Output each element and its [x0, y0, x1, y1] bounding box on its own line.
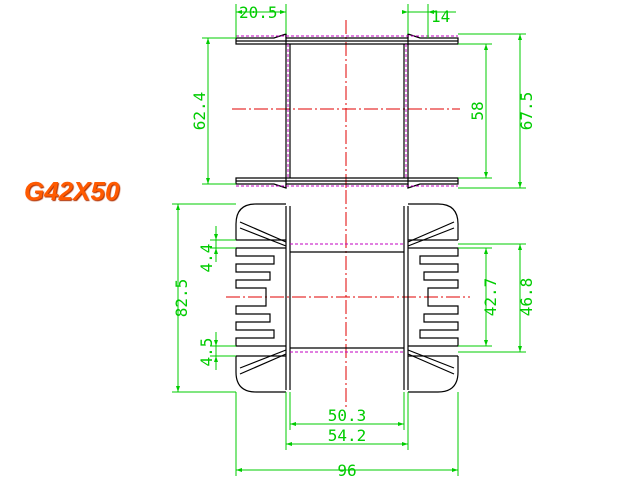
- front-body-bottom-right: [408, 356, 459, 393]
- left-pin-comb: [235, 247, 286, 347]
- front-dimensions: [172, 203, 526, 476]
- right-pin-comb: [408, 247, 459, 347]
- top-dimensions: [202, 4, 526, 189]
- dim-side-outer-right: 46.8: [517, 278, 536, 317]
- rib-tl-2: [239, 227, 287, 247]
- dim-width-inner: 50.3: [328, 406, 367, 425]
- rib-bl-1: [239, 353, 287, 375]
- dim-height-inner-right: 58: [468, 101, 487, 120]
- rib-tr-1: [407, 221, 455, 243]
- part-label: G42X50: [24, 176, 120, 206]
- dim-height-inner-left: 62.4: [190, 92, 209, 131]
- front-body-top-left: [235, 203, 286, 240]
- dim-height-outer-right: 67.5: [517, 92, 536, 131]
- dim-side-outer-left: 82.5: [172, 279, 191, 318]
- front-body-bottom-left: [235, 356, 286, 393]
- rib-tr-2: [407, 227, 455, 247]
- front-view: [226, 190, 470, 410]
- rib-bl-2: [239, 349, 287, 369]
- rib-br-1: [407, 353, 455, 375]
- dim-side-inner-right: 42.7: [481, 278, 500, 317]
- top-view: [232, 20, 460, 196]
- dim-top-flange: 20.5: [239, 3, 278, 22]
- rib-tl-1: [239, 221, 287, 243]
- dim-side-gap-top: 4.4: [197, 244, 216, 273]
- rib-br-2: [407, 349, 455, 369]
- dim-top-right: 14: [431, 7, 450, 26]
- front-body-top-right: [408, 203, 459, 240]
- dim-width-outer: 96: [337, 461, 356, 480]
- dim-side-gap-bottom: 4.5: [197, 338, 216, 367]
- dim-width-middle: 54.2: [328, 426, 367, 445]
